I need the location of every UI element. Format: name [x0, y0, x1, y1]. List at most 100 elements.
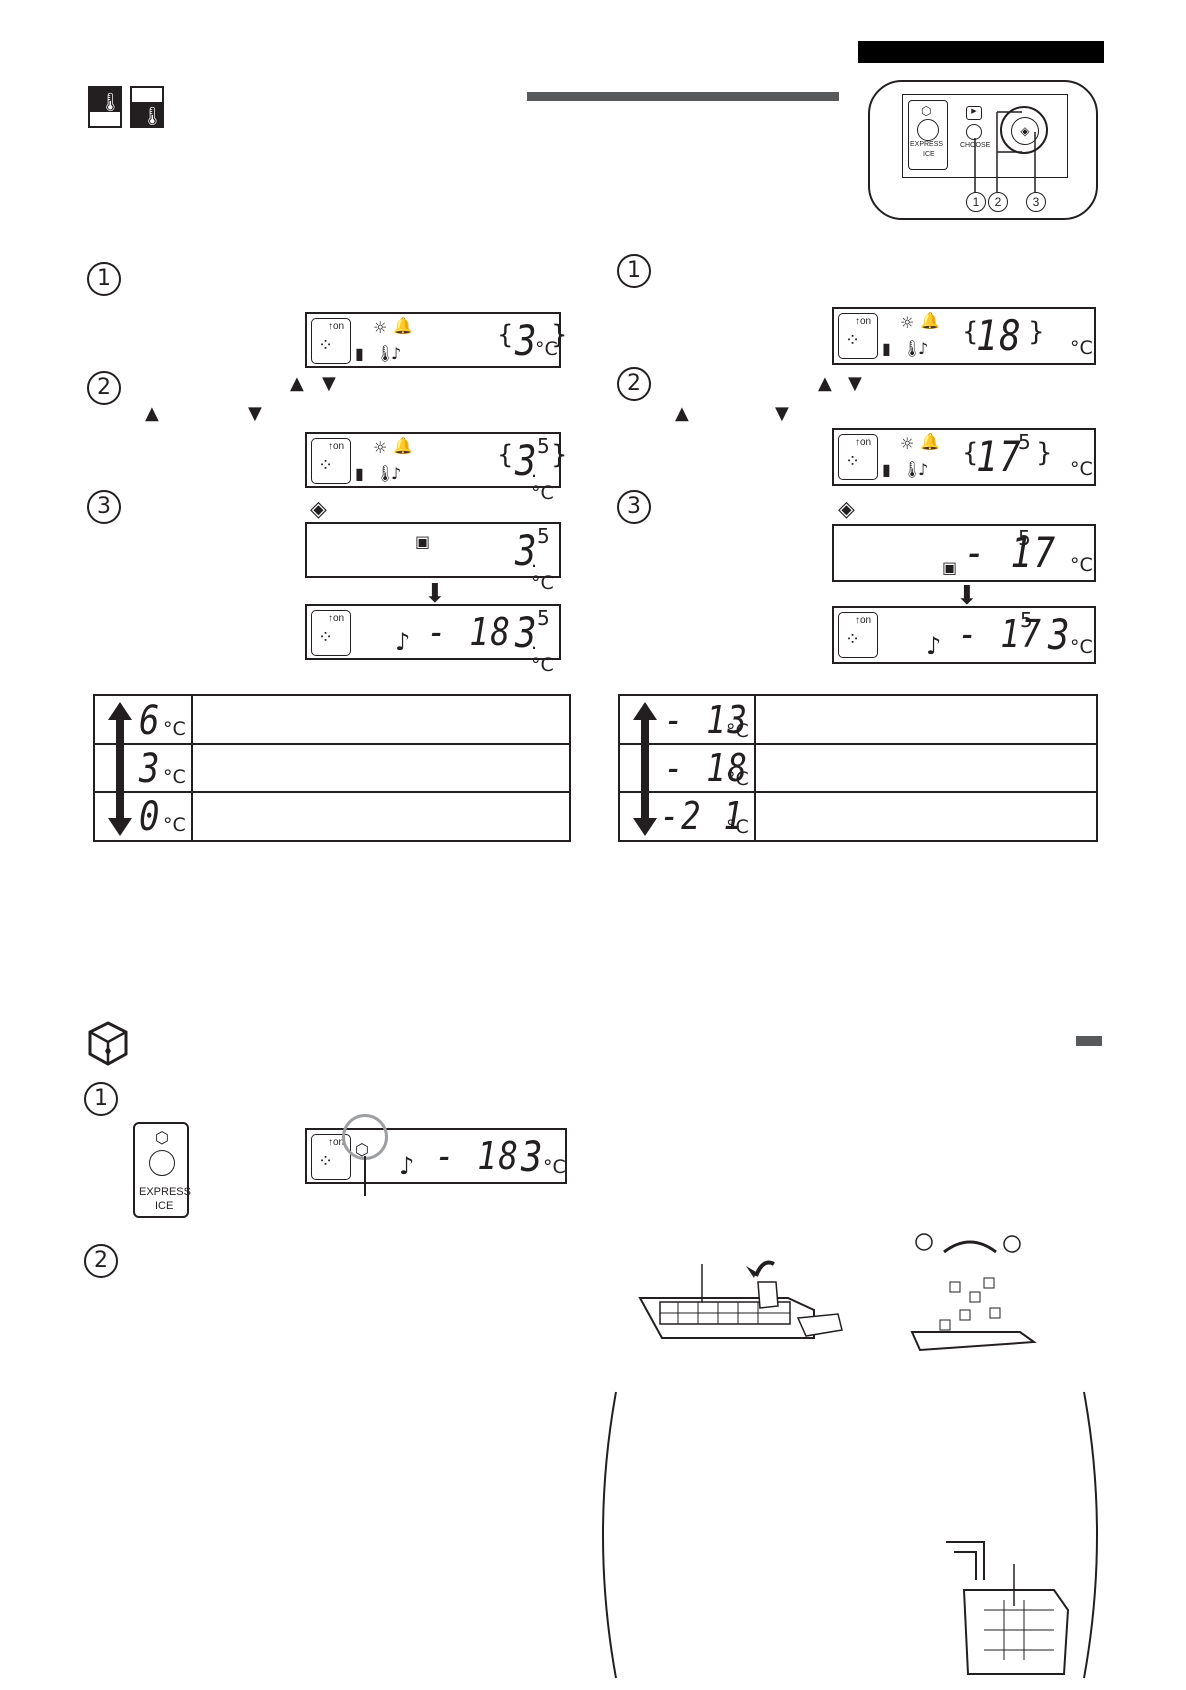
blink-left-icon: { [497, 440, 514, 470]
fridge-lcd2-frac: 5 [537, 434, 550, 458]
fridge-step-2: 2 [87, 371, 121, 405]
fridge-lcd2-temp: 3 [515, 436, 539, 485]
ice-cube-section-icon [88, 1021, 128, 1066]
wine-icon: ↑on⁘ [311, 318, 351, 364]
fridge-lcd4-temp: 3 [515, 608, 539, 657]
wine-icon: ↑on⁘ [838, 313, 878, 359]
blink-left-icon: { [962, 317, 979, 347]
freezer-lcd2-unit: °C [1070, 458, 1093, 480]
express-lcd-temp: 3 [521, 1132, 545, 1181]
fridge-lcd-step3: ▣ 3 5 .°C [305, 522, 561, 594]
fridge-range-table: 6 °C 3 °C 0 °C [93, 694, 571, 842]
thermometer-icon: 🌡 [902, 339, 923, 358]
express-ice-panel-button[interactable]: ⬡ EXPRESS ICE [908, 100, 948, 170]
fridge-lcd1-unit: °C [535, 338, 558, 360]
note-icon: ♪ [395, 628, 411, 656]
freezer-range-table: - 13 °C - 18 °C -2 1 °C [618, 694, 1098, 842]
sun-icon: ☼ [900, 434, 915, 453]
freezer-range-low: -2 1 [660, 794, 745, 838]
fridge-lcd4-frac: 5 [537, 606, 550, 630]
freezer-lcd-step1: ↑on⁘ ☼ 🔔 ▮ 🌡 ♪ { 18 } °C [832, 307, 1096, 365]
header-black-bar [858, 41, 1104, 63]
svg-text:🌡: 🌡 [141, 106, 162, 126]
fridge-lcd3-unit: .°C [531, 550, 554, 594]
fridge-up-arrow-2: ▲ [145, 403, 159, 424]
fridge-lcd-step2: ↑on⁘ ☼ 🔔 ▮ 🌡 ♪ { 3 5 .°C } [305, 432, 568, 504]
thermometer-icon: 🌡 [902, 460, 923, 479]
freezer-lcd2-frac: 5 [1018, 430, 1031, 454]
thermometer-icon: 🌡 [375, 464, 396, 483]
blink-right-icon: } [551, 320, 568, 350]
freezer-lcd3-frac: 5 [1018, 526, 1031, 550]
title-bar [527, 92, 839, 101]
fridge-range-low: 0 [139, 794, 162, 840]
note-icon: ♪ [926, 632, 942, 660]
blink-right-icon: } [551, 440, 568, 470]
freezer-lcd4-frac: 5 [1020, 608, 1033, 632]
note-icon: ♪ [391, 344, 402, 363]
blink-left-icon: { [497, 320, 514, 350]
dial-button[interactable]: ◈ [1000, 106, 1048, 154]
callout-2: 2 [988, 192, 1008, 212]
blink-left-icon: { [962, 438, 979, 468]
freezer-compartment-icon: ▣ [942, 558, 958, 577]
bag-icon: ▮ [355, 464, 364, 483]
freezer-lcd2-temp: 17 [976, 432, 1023, 481]
note-icon: ♪ [391, 464, 402, 483]
freezer-step-3: 3 [617, 490, 651, 524]
control-panel-illustration: ⬡ EXPRESS ICE ▶ CHOOSE ◈ 1 2 3 [868, 80, 1098, 220]
bag-icon: ▮ [882, 339, 891, 358]
freezer-lcd4-temp: 3 [1048, 610, 1072, 659]
freezer-down-arrow: ▼ [848, 373, 862, 394]
set-icon: ◈ [838, 496, 855, 521]
freezer-range-high: - 13 [664, 698, 749, 742]
freezer-up-arrow: ▲ [818, 373, 832, 394]
fridge-lcd4-unit: .°C [531, 632, 554, 676]
express-lcd-unit: °C [543, 1156, 566, 1178]
bell-icon: 🔔 [920, 311, 940, 330]
ice-tray-fill-illustration [946, 1541, 1070, 1675]
callout-3: 3 [1026, 192, 1046, 212]
freezer-lcd3-unit: °C [1070, 554, 1093, 576]
fridge-down-arrow-2: ▼ [248, 403, 262, 424]
fridge-step-1: 1 [87, 262, 121, 296]
choose-panel-button[interactable]: ▶ [966, 106, 982, 120]
fridge-lcd-result: ↑on⁘ ♪ - 18 3 5 .°C [305, 604, 561, 676]
note-icon: ♪ [399, 1152, 415, 1180]
ice-cube-icon: ⬡ [921, 104, 932, 118]
fridge-down-arrow: ▼ [322, 373, 336, 394]
range-arrow-icon [633, 702, 657, 836]
ice-icon-leader-line [364, 1156, 366, 1196]
freezer-down-arrow-2: ▼ [775, 403, 789, 424]
freezer-lcd-step2: ↑on⁘ ☼ 🔔 ▮ 🌡 ♪ { 17 5 } °C [832, 428, 1096, 486]
freezer-lcd3-temp: - 17 [964, 528, 1057, 577]
freezer-lcd4-unit: °C [1070, 636, 1093, 658]
freezer-step-2: 2 [617, 367, 651, 401]
range-arrow-icon [108, 702, 132, 836]
callout-1: 1 [966, 192, 986, 212]
ice-cube-icon: ⬡ [155, 1130, 169, 1147]
express-step-2: 2 [84, 1244, 118, 1278]
fridge-compartment-icon: ▣ [415, 532, 431, 551]
freezer-range-mid: - 18 [664, 746, 749, 790]
fridge-lcd1-temp: 3 [515, 316, 539, 365]
thermometer-icon: 🌡 [375, 344, 396, 363]
freezer-up-arrow-2: ▲ [675, 403, 689, 424]
freezer-lcd1-temp: 18 [976, 311, 1023, 360]
ice-tray-twist-illustration [638, 1260, 843, 1339]
note-icon: ♪ [918, 339, 929, 358]
fridge-lcd4-freezer: - 18 [427, 610, 512, 654]
fridge-result-arrow-icon: ⬇ [424, 578, 446, 608]
section-marker [1076, 1036, 1102, 1046]
bell-icon: 🔔 [393, 316, 413, 335]
sun-icon: ☼ [900, 313, 915, 332]
freezer-lcd-step3: ▣ - 17 5 °C [832, 524, 1096, 582]
express-ice-button[interactable]: ⬡ EXPRESS ICE [133, 1122, 191, 1218]
blink-right-icon: } [1036, 438, 1053, 468]
freezer-step-1: 1 [617, 254, 651, 288]
freezer-lcd4-freezer: - 17 [958, 612, 1043, 656]
bell-icon: 🔔 [393, 436, 413, 455]
wine-icon: ↑on⁘ [838, 612, 878, 658]
ice-tray-dump-illustration [910, 1233, 1037, 1352]
bag-icon: ▮ [355, 344, 364, 363]
